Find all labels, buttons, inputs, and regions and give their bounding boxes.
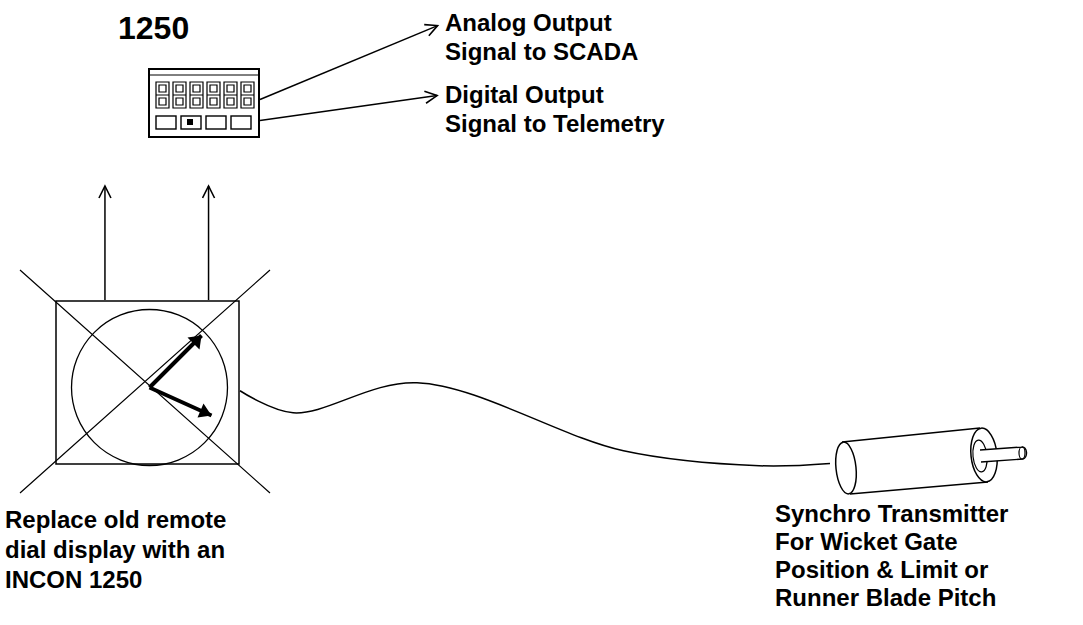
seven-segment-display [156, 82, 254, 108]
pointer-tips [188, 336, 212, 418]
signal-arrow [260, 96, 437, 121]
indicator-unit-outline [148, 68, 260, 138]
cross-out [20, 270, 270, 493]
signal-label: Analog Output Signal to SCADA [445, 8, 660, 66]
front-buttons [156, 116, 251, 129]
top-strip [149, 75, 259, 76]
part-label: Replace old remote dial display with an … [5, 505, 245, 595]
part-label: 1250 [118, 8, 260, 48]
dial-face [72, 310, 228, 466]
indicator-unit-drawing [148, 68, 260, 138]
signal-label: Digital Output Signal to Telemetry [445, 80, 674, 138]
synchro-transmitter: Synchro Transmitter For Wicket Gate Posi… [775, 420, 1030, 612]
dial-display-outline [55, 300, 240, 465]
synchro-transmitter-drawing [830, 420, 1030, 495]
signal-arrow [208, 186, 210, 300]
part-label: Synchro Transmitter For Wicket Gate Posi… [775, 500, 1025, 612]
text-block: Analog Output Signal to SCADA [445, 8, 660, 66]
dial-housing [56, 301, 239, 464]
signal-arrow [260, 26, 438, 100]
device-housing [149, 69, 259, 137]
synchro-body [833, 427, 999, 495]
indicator-unit: 1250 [110, 8, 260, 138]
signal-arrow [104, 186, 106, 300]
dial-display: Replace old remote dial display with an … [5, 300, 245, 595]
text-block: Digital Output Signal to Telemetry [445, 80, 674, 138]
signal-cable [240, 383, 830, 466]
dial-display-drawing [55, 300, 240, 465]
dial-pointers [150, 336, 212, 416]
synchro-transmitter-outline [830, 420, 1030, 495]
synchro-shaft [980, 447, 1027, 462]
